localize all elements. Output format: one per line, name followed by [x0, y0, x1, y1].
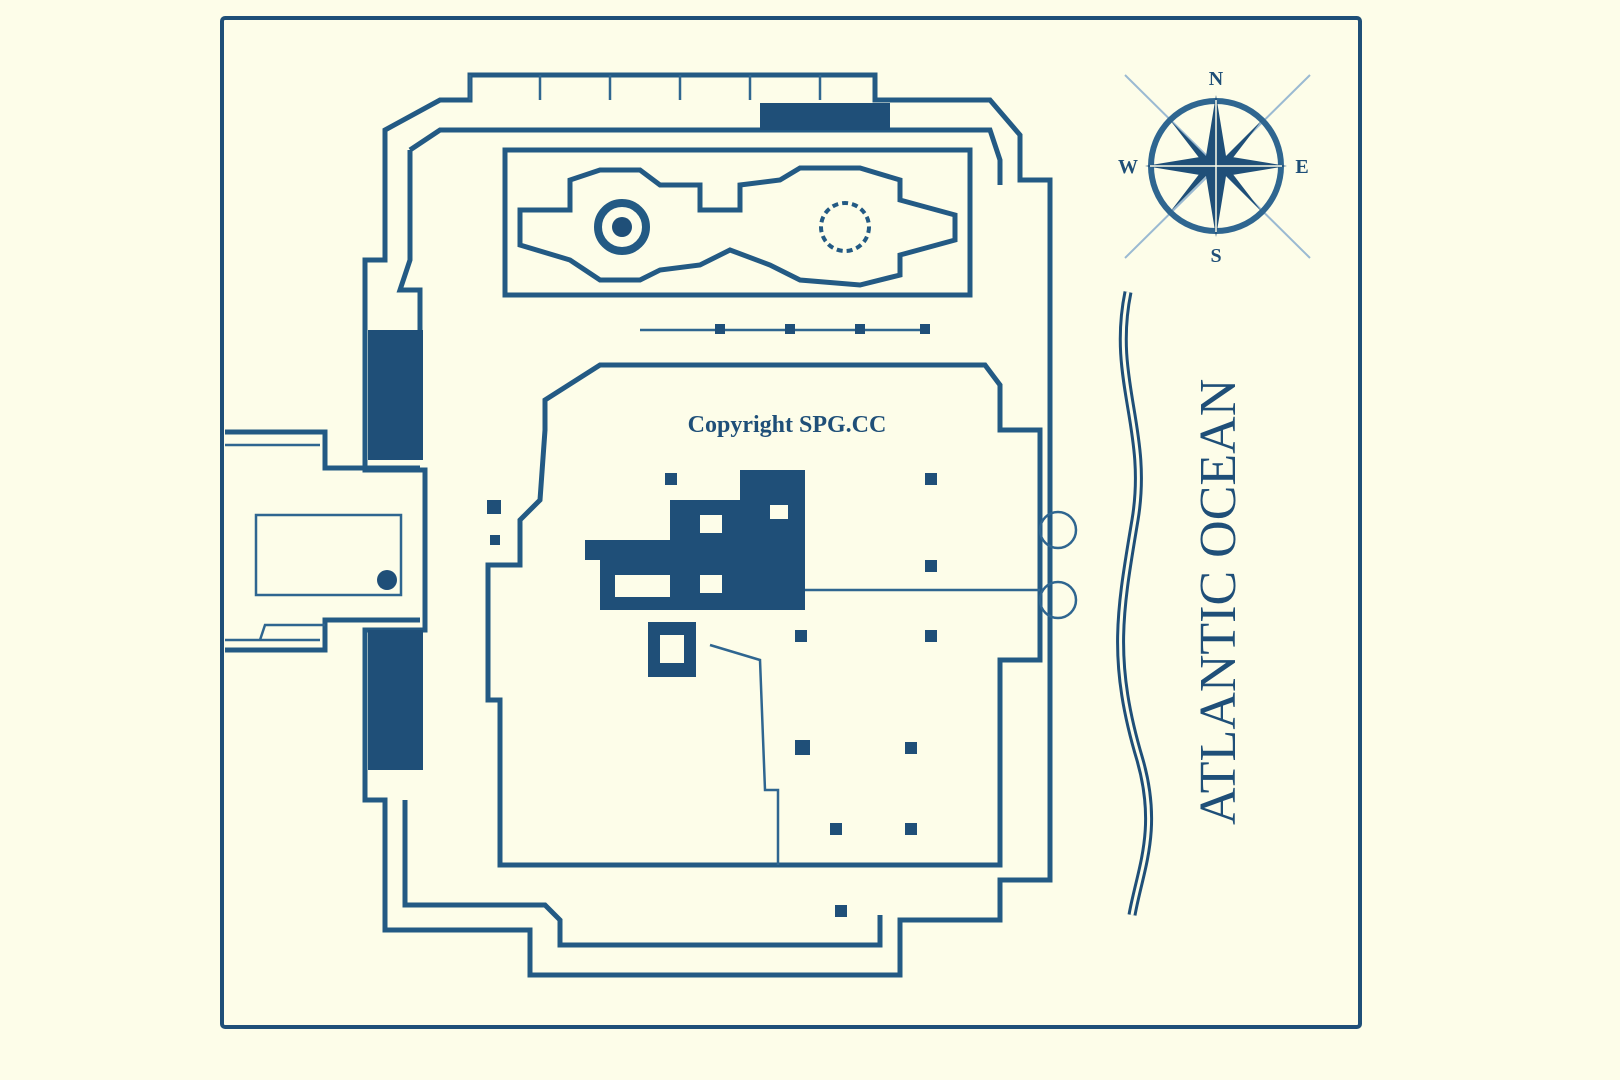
- compass-n: N: [1209, 68, 1224, 90]
- entrance-driveway: [225, 429, 420, 653]
- garden-courtyard: [502, 147, 973, 298]
- copyright-text: Copyright SPG.CC: [688, 412, 887, 438]
- shoreline: [1116, 291, 1154, 916]
- map-frame: [220, 16, 1362, 1029]
- compass-rose-icon: N E S W: [1118, 68, 1311, 267]
- outer-wall: [362, 72, 1053, 978]
- compass-s: S: [1210, 245, 1221, 267]
- compass-e: E: [1295, 156, 1308, 178]
- compass-w: W: [1118, 156, 1138, 178]
- main-building: [485, 324, 1078, 917]
- ocean-label: ATLANTIC OCEAN: [1190, 379, 1247, 825]
